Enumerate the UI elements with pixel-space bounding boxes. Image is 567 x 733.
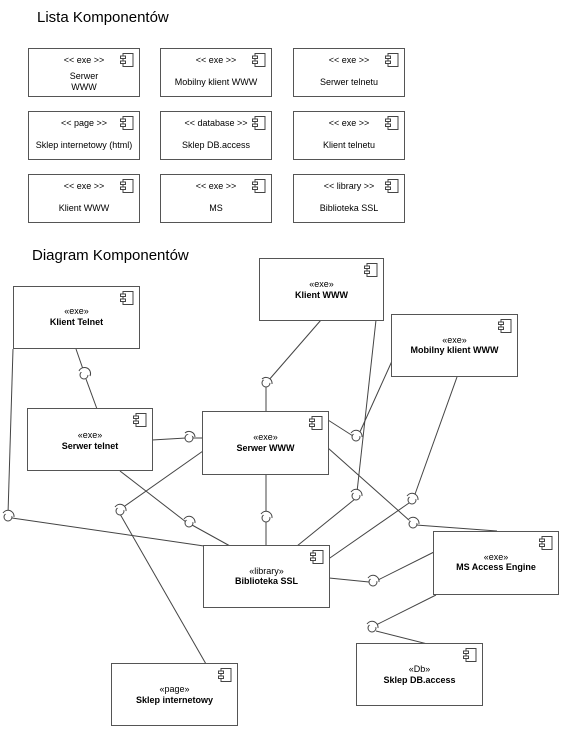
- list-component-3[interactable]: << page >> Sklep internetowy (html): [28, 111, 140, 160]
- component-icon: [539, 536, 553, 550]
- list-component-0[interactable]: << exe >> Serwer WWW: [28, 48, 140, 97]
- component-icon: [252, 116, 266, 130]
- stereotype: «exe»: [253, 432, 278, 442]
- component-ms-access-engine[interactable]: «exe» MS Access Engine: [433, 531, 559, 595]
- component-mobilny-klient-www[interactable]: «exe» Mobilny klient WWW: [391, 314, 518, 377]
- stereotype: «exe»: [309, 279, 334, 289]
- stereotype: «exe»: [77, 430, 103, 440]
- component-name: MS: [209, 203, 223, 213]
- component-icon: [120, 179, 134, 193]
- list-heading: Lista Komponentów: [37, 9, 169, 26]
- component-icon: [133, 413, 147, 427]
- connector-telnet-www: [151, 437, 187, 441]
- connector-www-sklep: [121, 450, 204, 509]
- component-name: Biblioteka SSL: [319, 203, 379, 213]
- stereotype: << exe >>: [195, 55, 237, 65]
- stereotype: << library >>: [323, 181, 375, 191]
- component-icon: [385, 116, 399, 130]
- stereotype: «page»: [159, 684, 190, 694]
- component-name: Sklep DB.access: [383, 675, 456, 685]
- list-component-7[interactable]: << exe >> MS: [160, 174, 272, 223]
- connector-mobilny-interface: [358, 360, 393, 435]
- connector-klientwww-bib: [356, 319, 377, 493]
- connector-ms-db: [373, 594, 437, 627]
- component-klient-telnet[interactable]: «exe» Klient Telnet: [13, 286, 140, 349]
- stereotype: << page >>: [60, 118, 108, 128]
- stereotype: << exe >>: [63, 55, 105, 65]
- component-serwer-www[interactable]: «exe» Serwer WWW: [202, 411, 329, 475]
- connector-telnet-bib: [119, 470, 187, 523]
- component-name: Serwer WWW: [69, 71, 99, 92]
- stereotype: << exe >>: [63, 181, 105, 191]
- component-name: Mobilny klient WWW: [174, 77, 258, 87]
- component-icon: [498, 319, 512, 333]
- component-icon: [120, 53, 134, 67]
- component-name: Mobilny klient WWW: [410, 345, 499, 355]
- component-icon: [364, 263, 378, 277]
- component-sklep-db-access[interactable]: «Db» Sklep DB.access: [356, 643, 483, 706]
- connector-left-bib: [11, 517, 205, 547]
- component-name: Serwer WWW: [236, 443, 295, 453]
- connector-www-ms-2: [415, 524, 498, 532]
- component-icon: [309, 416, 323, 430]
- component-name: Biblioteka SSL: [234, 576, 298, 586]
- stereotype: «library»: [249, 566, 284, 576]
- connector-klient-telnet-left: [7, 348, 14, 515]
- component-biblioteka-ssl[interactable]: «library» Biblioteka SSL: [203, 545, 330, 608]
- component-icon: [252, 179, 266, 193]
- connector-mobilny-bib-2: [326, 502, 410, 561]
- component-icon: [310, 550, 324, 564]
- component-icon: [252, 53, 266, 67]
- component-name: Klient WWW: [58, 203, 110, 213]
- stereotype: «exe»: [483, 552, 509, 562]
- list-component-1[interactable]: << exe >> Mobilny klient WWW: [160, 48, 272, 97]
- list-component-5[interactable]: << exe >> Klient telnetu: [293, 111, 405, 160]
- component-name: Klient Telnet: [49, 317, 104, 327]
- component-serwer-telnet[interactable]: «exe» Serwer telnet: [27, 408, 153, 471]
- list-component-4[interactable]: << database >> Sklep DB.access: [160, 111, 272, 160]
- list-component-2[interactable]: << exe >> Serwer telnetu: [293, 48, 405, 97]
- connector-telnet-bib-2: [191, 524, 231, 547]
- component-name: Klient telnetu: [322, 140, 376, 150]
- stereotype: «Db»: [408, 664, 431, 674]
- component-icon: [385, 179, 399, 193]
- component-sklep-internetowy[interactable]: «page» Sklep internetowy: [111, 663, 238, 726]
- component-icon: [463, 648, 477, 662]
- component-icon: [385, 53, 399, 67]
- component-name: Sklep DB.access: [181, 140, 251, 150]
- list-component-8[interactable]: << library >> Biblioteka SSL: [293, 174, 405, 223]
- component-icon: [218, 668, 232, 682]
- component-klient-www[interactable]: «exe» Klient WWW: [259, 258, 384, 321]
- stereotype: «exe»: [442, 335, 467, 345]
- component-name: MS Access Engine: [456, 562, 536, 572]
- connector-klientwww-bib-2: [296, 498, 356, 547]
- component-icon: [120, 291, 134, 305]
- component-name: Serwer telnet: [61, 441, 119, 451]
- connector-bib-ms-2: [375, 551, 435, 582]
- connector-www-mobilny: [327, 419, 354, 437]
- stereotype: << exe >>: [328, 55, 370, 65]
- connector-bib-ms: [328, 577, 370, 583]
- component-name: Klient WWW: [295, 290, 348, 300]
- component-name: Sklep internetowy (html): [35, 140, 133, 150]
- connector-klient-www-serwer: [267, 319, 322, 382]
- component-name: Serwer telnetu: [319, 77, 379, 87]
- component-icon: [120, 116, 134, 130]
- connector-www-ms: [327, 447, 411, 522]
- stereotype: << exe >>: [195, 181, 237, 191]
- component-name: Sklep internetowy: [135, 695, 214, 705]
- connector-mobilny-bib: [413, 376, 458, 498]
- list-component-6[interactable]: << exe >> Klient WWW: [28, 174, 140, 223]
- stereotype: << database >>: [184, 118, 248, 128]
- diagram-heading: Diagram Komponentów: [32, 247, 189, 264]
- connector-interface-serwer-telnet: [85, 378, 98, 410]
- stereotype: «exe»: [64, 306, 89, 316]
- stereotype: << exe >>: [328, 118, 370, 128]
- connector-sklep-page: [119, 513, 207, 665]
